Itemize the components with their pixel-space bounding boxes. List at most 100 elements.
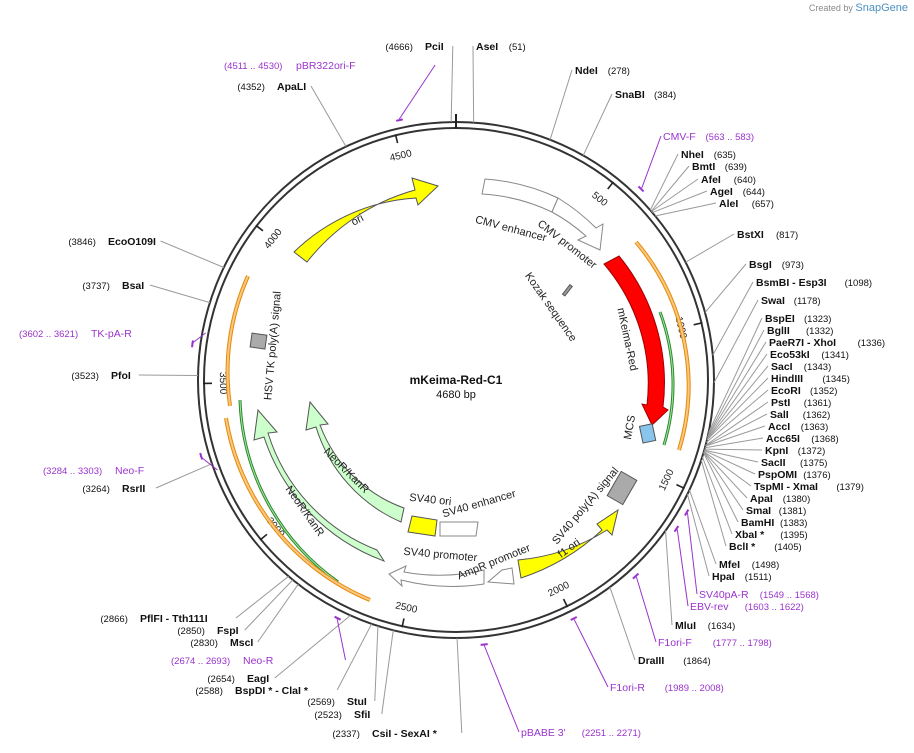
restriction-site[interactable]: SmaI(1381) xyxy=(703,451,807,517)
restriction-site[interactable]: Eco53kI(1341) xyxy=(706,349,849,440)
mkeima-orange-track-inner xyxy=(635,241,690,451)
restriction-site[interactable]: NheI(635) xyxy=(649,149,736,211)
primer[interactable]: Neo-R(2674 .. 2693) xyxy=(171,615,346,667)
restriction-site[interactable]: ApaLI(4352) xyxy=(237,81,347,147)
restriction-site[interactable]: BglII(1332) xyxy=(707,325,834,436)
hsv-tk-polya-box[interactable] xyxy=(249,332,268,350)
primer-leader-line xyxy=(336,619,346,661)
restriction-site[interactable]: BspDI * - ClaI *(2588) xyxy=(195,623,373,697)
site-leader-line xyxy=(704,449,759,463)
primer[interactable]: F1ori-F(1777 .. 1798) xyxy=(632,572,772,649)
restriction-site[interactable]: BsgI(973) xyxy=(704,259,804,313)
neor-green-track-inner xyxy=(239,399,339,583)
restriction-site[interactable]: BspEI(1323) xyxy=(708,313,832,433)
primer[interactable]: Neo-F(3284 .. 3303) xyxy=(43,452,218,477)
restriction-site[interactable]: AccI (1363) xyxy=(705,421,828,447)
sv40-enhancer-arrow[interactable] xyxy=(439,521,479,537)
restriction-site[interactable]: HpaI(1511) xyxy=(686,493,772,583)
site-name: Eco53kI xyxy=(770,349,810,361)
neor-kanr-inner-arrow[interactable] xyxy=(305,400,405,523)
cmv-enhancer-arrow[interactable] xyxy=(481,178,559,213)
restriction-site[interactable]: FspI(2850) xyxy=(177,579,294,637)
restriction-site[interactable]: RsrII(3264) xyxy=(82,463,213,495)
primer[interactable]: SV40pA-R(1549 .. 1568) xyxy=(684,509,819,601)
restriction-site[interactable]: SalI(1362) xyxy=(705,409,830,447)
restriction-site[interactable]: AleI(657) xyxy=(655,198,774,217)
restriction-site[interactable]: XbaI *(1395) xyxy=(701,456,808,541)
primer-arc xyxy=(191,340,194,348)
site-name: AccI xyxy=(768,421,790,433)
site-coord: (2866) xyxy=(100,614,127,625)
restriction-site[interactable]: DraIII(1864) xyxy=(609,586,711,667)
restriction-site[interactable]: MscI(2830) xyxy=(190,583,299,649)
feature-label-neor-outer: NeoR/KanR xyxy=(283,484,327,539)
restriction-site[interactable]: BstXI(817) xyxy=(685,229,799,263)
restriction-site[interactable]: BsaI(3737) xyxy=(82,280,211,304)
site-coord: (973) xyxy=(782,260,804,271)
tick-mark xyxy=(255,224,264,232)
restriction-site[interactable]: PflFI - Tth111I(2866) xyxy=(100,575,289,625)
cmv-promoter-arrow[interactable] xyxy=(551,197,604,251)
restriction-site[interactable]: TspMI - XmaI(1379) xyxy=(703,451,864,493)
restriction-site[interactable]: SacI(1343) xyxy=(706,361,831,440)
restriction-site[interactable]: ApaI(1380) xyxy=(703,451,810,505)
restriction-site[interactable]: SwaI(1178) xyxy=(713,295,821,384)
primer-name: EBV-rev xyxy=(690,601,729,613)
restriction-site[interactable]: BmtI(639) xyxy=(650,161,747,212)
site-leader-line xyxy=(160,240,225,268)
restriction-site[interactable]: MfeI(1498) xyxy=(688,489,779,571)
kozak-sequence-marker[interactable] xyxy=(561,283,573,297)
restriction-site[interactable]: PspOMI(1376) xyxy=(703,449,831,481)
restriction-site[interactable]: NdeI(278) xyxy=(549,65,630,140)
restriction-site[interactable]: CsiI - SexAI *(2337) xyxy=(332,637,463,740)
restriction-site[interactable]: SfiI (2523) xyxy=(314,630,394,721)
restriction-site[interactable]: MluI(1634) xyxy=(665,530,736,632)
ori-arrow[interactable] xyxy=(293,177,439,263)
neor-kanr-outer-arrow[interactable] xyxy=(253,408,386,562)
restriction-site[interactable]: AgeI(644) xyxy=(652,186,765,214)
restriction-site[interactable]: PstI(1361) xyxy=(705,397,832,446)
tick-label: 4500 xyxy=(389,148,414,164)
restriction-site[interactable]: PaeR7I - XhoI(1336) xyxy=(707,337,885,438)
site-coord: (1363) xyxy=(801,422,828,433)
sv40-polya-box[interactable] xyxy=(606,470,638,506)
site-coord: (2523) xyxy=(314,710,341,721)
mcs-box[interactable] xyxy=(638,423,657,444)
site-coord: (1379) xyxy=(836,482,863,493)
restriction-site[interactable]: SnaBI(384) xyxy=(582,89,676,156)
restriction-site[interactable]: Acc65I(1368) xyxy=(704,433,839,449)
restriction-site[interactable]: EagI(2654) xyxy=(207,615,351,685)
restriction-site[interactable]: PciI(4666) xyxy=(385,41,454,123)
restriction-site[interactable]: BsmBI - Esp3I(1098) xyxy=(712,277,872,356)
primer[interactable]: TK-pA-R(3602 .. 3621) xyxy=(19,328,207,348)
tick-mark xyxy=(259,533,268,541)
f1-ori-arrow[interactable] xyxy=(517,508,619,579)
primer[interactable]: pBR322ori-F(4511 .. 4530) xyxy=(224,60,436,122)
sv40-ori-arrow[interactable] xyxy=(407,515,438,537)
site-name: SfiI xyxy=(354,709,370,721)
restriction-site[interactable]: SacII(1375) xyxy=(704,449,827,469)
restriction-site[interactable]: PfoI(3523) xyxy=(71,370,199,382)
site-leader-line xyxy=(685,233,735,263)
restriction-site[interactable]: EcoRI(1352) xyxy=(706,385,837,443)
restriction-site[interactable]: BamHI(1383) xyxy=(703,452,808,529)
primer[interactable]: CMV-F(563 .. 583) xyxy=(637,131,754,193)
restriction-site[interactable]: HindIII(1345) xyxy=(706,373,850,441)
ampr-promoter-arrow[interactable] xyxy=(486,567,515,585)
restriction-site[interactable]: KpnI(1372) xyxy=(704,445,826,457)
site-coord: (3846) xyxy=(68,237,95,248)
mkeima-red-arrow[interactable] xyxy=(603,255,669,426)
sv40-promoter-arrow[interactable] xyxy=(388,565,485,588)
plasmid-name: mKeima-Red-C1 xyxy=(410,373,503,387)
primer[interactable]: F1ori-R(1989 .. 2008) xyxy=(570,616,724,694)
site-coord: (1383) xyxy=(780,518,807,529)
site-coord: (1345) xyxy=(822,374,849,385)
primer[interactable]: EBV-rev(1603 .. 1622) xyxy=(673,525,804,613)
restriction-site[interactable]: EcoO109I(3846) xyxy=(68,236,225,268)
site-leader-line xyxy=(549,69,573,140)
restriction-site[interactable]: AfeI(640) xyxy=(651,174,756,212)
restriction-site[interactable]: BclI *(1405) xyxy=(700,459,802,553)
restriction-site[interactable]: AseI(51) xyxy=(472,41,526,123)
restriction-site[interactable]: StuI(2569) xyxy=(307,625,379,708)
primer[interactable]: pBABE 3'(2251 .. 2271) xyxy=(480,643,641,739)
